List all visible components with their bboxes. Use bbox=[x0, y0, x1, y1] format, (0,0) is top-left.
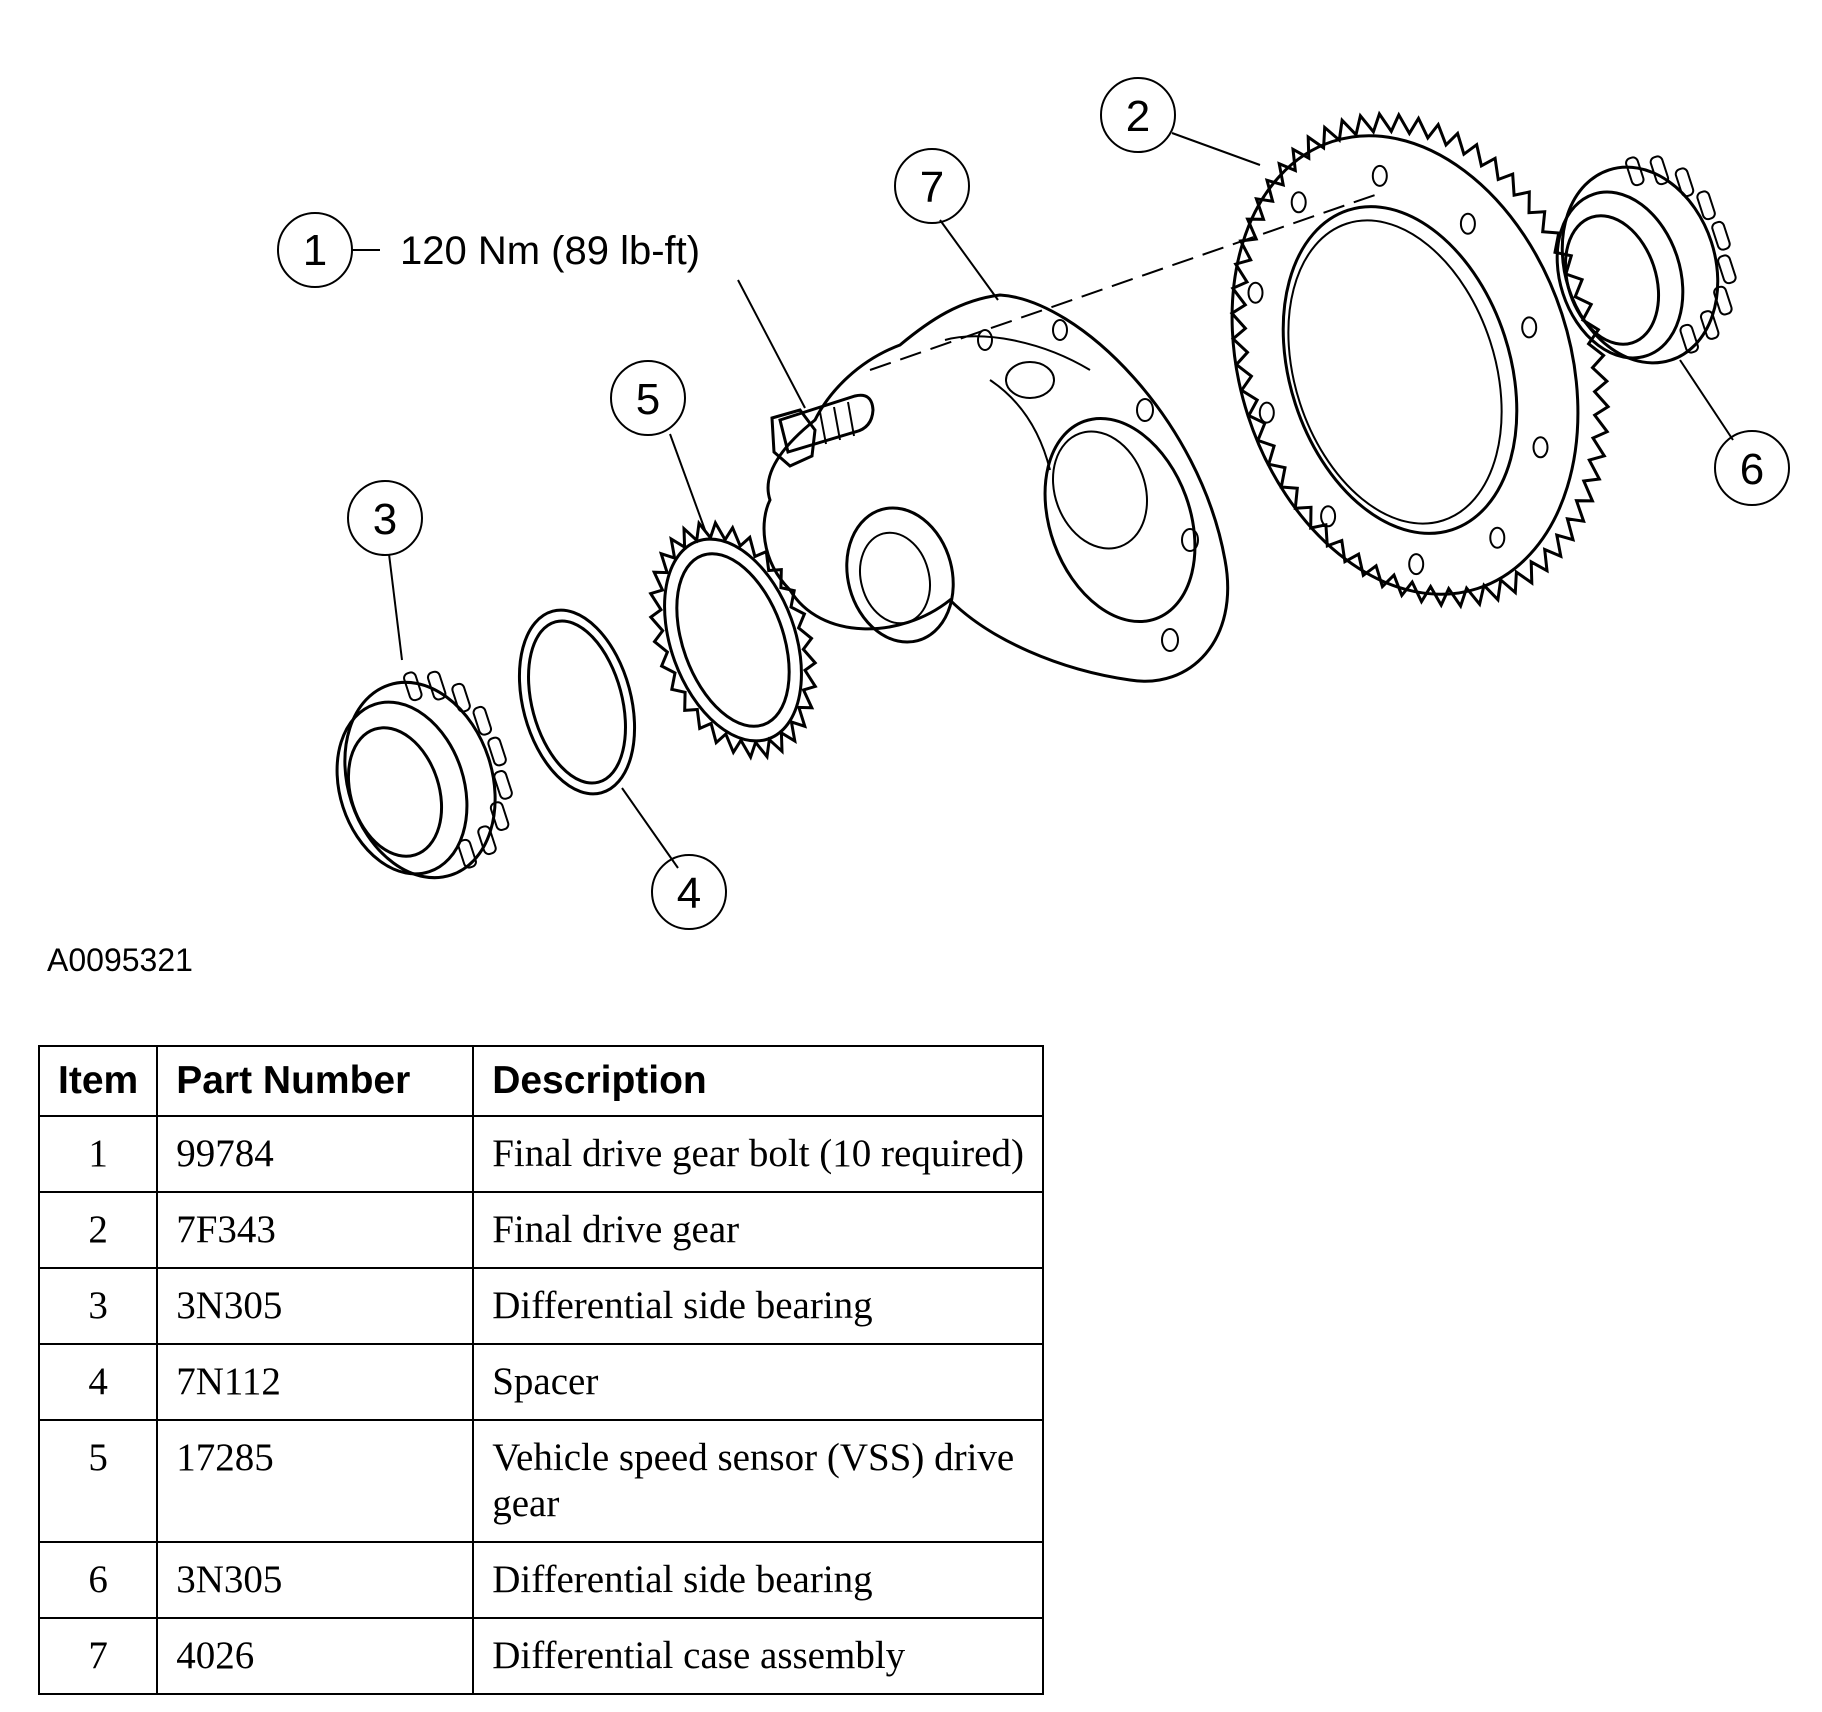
table-row: 6 3N305 Differential side bearing bbox=[37, 1541, 1044, 1619]
item-cell: 1 bbox=[37, 1115, 159, 1193]
item-cell: 6 bbox=[37, 1541, 159, 1619]
callout-3: 3 bbox=[347, 480, 423, 556]
part-number-cell: 3N305 bbox=[156, 1541, 475, 1619]
differential-case-drawing bbox=[762, 293, 1230, 683]
callout-6: 6 bbox=[1714, 430, 1790, 506]
svg-text:6: 6 bbox=[1740, 445, 1764, 494]
part-number-cell: 7N112 bbox=[156, 1343, 475, 1421]
table-row: 1 99784 Final drive gear bolt (10 requir… bbox=[37, 1115, 1044, 1193]
description-cell: Differential side bearing bbox=[472, 1267, 1044, 1345]
table-header-row: Item Part Number Description bbox=[37, 1045, 1044, 1117]
bolt-drawing bbox=[770, 393, 875, 468]
description-cell: Final drive gear bbox=[472, 1191, 1044, 1269]
svg-text:1: 1 bbox=[303, 226, 327, 275]
description-cell: Spacer bbox=[472, 1343, 1044, 1421]
description-cell: Vehicle speed sensor (VSS) drive gear bbox=[472, 1419, 1044, 1543]
alignment-line bbox=[869, 194, 1376, 371]
table-row: 4 7N112 Spacer bbox=[37, 1343, 1044, 1421]
item-cell: 2 bbox=[37, 1191, 159, 1269]
callout-4: 4 bbox=[651, 854, 727, 930]
torque-spec: 120 Nm (89 lb-ft) bbox=[400, 229, 700, 273]
svg-text:7: 7 bbox=[920, 163, 944, 212]
description-cell: Differential side bearing bbox=[472, 1541, 1044, 1619]
item-cell: 5 bbox=[37, 1419, 159, 1543]
table-row: 5 17285 Vehicle speed sensor (VSS) drive… bbox=[37, 1419, 1044, 1543]
column-header-description: Description bbox=[472, 1045, 1044, 1117]
part-number-cell: 99784 bbox=[156, 1115, 475, 1193]
vss-drive-gear-drawing bbox=[648, 519, 818, 761]
side-bearing-right-drawing bbox=[1555, 155, 1737, 365]
parts-table: Item Part Number Description 1 99784 Fin… bbox=[37, 1045, 1044, 1695]
spacer-drawing bbox=[517, 608, 637, 796]
item-cell: 7 bbox=[37, 1617, 159, 1695]
callout-1: 1 bbox=[277, 212, 353, 288]
table-row: 7 4026 Differential case assembly bbox=[37, 1617, 1044, 1695]
figure-id: A0095321 bbox=[47, 942, 193, 978]
leader-lines bbox=[352, 132, 1734, 869]
callout-5: 5 bbox=[610, 360, 686, 436]
svg-text:3: 3 bbox=[373, 495, 397, 544]
description-cell: Differential case assembly bbox=[472, 1617, 1044, 1695]
side-bearing-left-drawing bbox=[335, 670, 513, 880]
table-row: 3 3N305 Differential side bearing bbox=[37, 1267, 1044, 1345]
callout-2: 2 bbox=[1100, 77, 1176, 153]
part-number-cell: 4026 bbox=[156, 1617, 475, 1695]
table-row: 2 7F343 Final drive gear bbox=[37, 1191, 1044, 1269]
callout-7: 7 bbox=[894, 148, 970, 224]
svg-text:2: 2 bbox=[1126, 92, 1150, 141]
part-number-cell: 7F343 bbox=[156, 1191, 475, 1269]
column-header-item: Item bbox=[37, 1045, 159, 1117]
svg-text:4: 4 bbox=[677, 869, 701, 918]
exploded-view-diagram: 1 120 Nm (89 lb-ft) 2 3 4 5 6 7 bbox=[277, 77, 1790, 930]
part-number-cell: 17285 bbox=[156, 1419, 475, 1543]
item-cell: 3 bbox=[37, 1267, 159, 1345]
final-drive-gear-drawing bbox=[1229, 110, 1611, 610]
part-number-cell: 3N305 bbox=[156, 1267, 475, 1345]
item-cell: 4 bbox=[37, 1343, 159, 1421]
svg-text:5: 5 bbox=[636, 375, 660, 424]
column-header-part-number: Part Number bbox=[156, 1045, 475, 1117]
description-cell: Final drive gear bolt (10 required) bbox=[472, 1115, 1044, 1193]
